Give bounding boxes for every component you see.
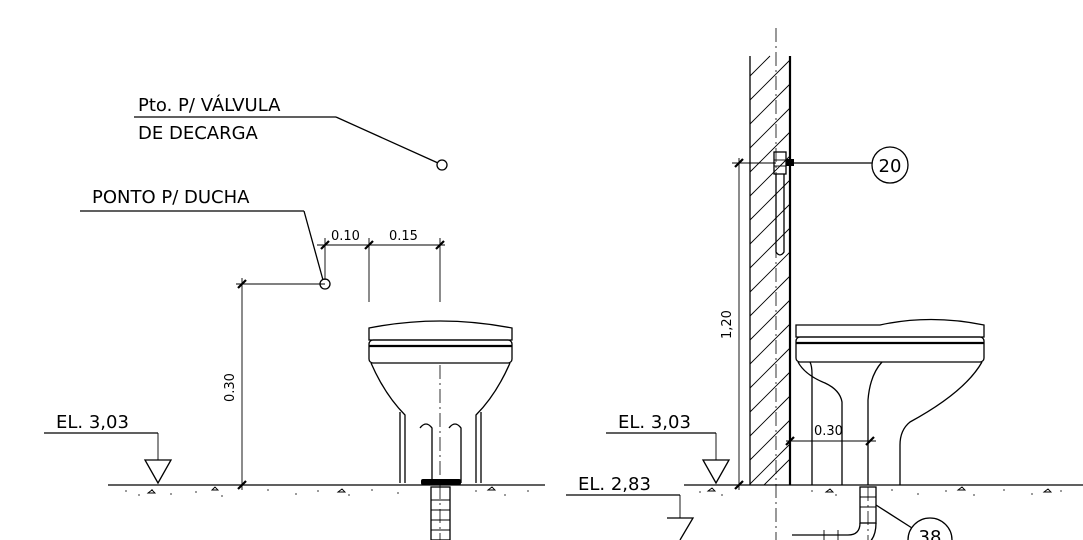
wall-hatch bbox=[749, 55, 791, 486]
tick-mark bbox=[865, 436, 875, 446]
toilet-side-view bbox=[795, 318, 985, 485]
tick-mark bbox=[364, 240, 374, 250]
floor-hatch-left bbox=[125, 486, 529, 497]
valve-callout-number: 20 bbox=[879, 156, 902, 177]
side-trap bbox=[867, 361, 883, 485]
right-section-view: 20 1,20 EL. 3,03 EL. 2,83 bbox=[566, 28, 1083, 540]
tick-mark bbox=[734, 158, 744, 168]
side-seat bbox=[795, 336, 985, 363]
valve-point-marker bbox=[436, 159, 448, 171]
dimension-valve-height-label: 1,20 bbox=[720, 310, 735, 339]
dimension-depth-label: 0.30 bbox=[814, 424, 843, 439]
tick-mark bbox=[320, 240, 330, 250]
side-drain-pipe: 38 bbox=[792, 486, 953, 540]
side-lid bbox=[795, 318, 985, 338]
shower-point-leader bbox=[303, 210, 324, 281]
drain-callout-number: 38 bbox=[919, 527, 942, 540]
valve-point-label-line1: Pto. P/ VÁLVULA bbox=[138, 94, 281, 116]
pedestal-outline bbox=[399, 412, 482, 483]
elevation-right-lower-triangle bbox=[667, 517, 695, 540]
valve-pipe bbox=[775, 174, 785, 256]
drain-pipe-joints bbox=[431, 499, 450, 531]
shower-point-label: PONTO P/ DUCHA bbox=[92, 187, 250, 208]
valve-connector bbox=[786, 159, 794, 166]
elevation-right-upper-triangle bbox=[701, 459, 731, 485]
bowl-left-contour bbox=[370, 362, 406, 483]
elevation-left-triangle bbox=[143, 459, 173, 485]
side-base-edge bbox=[809, 361, 813, 485]
tick-mark bbox=[435, 240, 445, 250]
drain-callout-bubble bbox=[907, 517, 953, 540]
elevation-right-upper-label: EL. 3,03 bbox=[618, 412, 691, 433]
side-bowl-front bbox=[797, 361, 843, 485]
elevation-left-label: EL. 3,03 bbox=[56, 412, 129, 433]
valve-point-leader bbox=[335, 116, 439, 164]
dimension-offset-label: 0.10 bbox=[331, 229, 360, 244]
valve-callout-bubble bbox=[871, 146, 909, 184]
dimension-width-label: 0.15 bbox=[389, 229, 418, 244]
drain-elbow bbox=[792, 522, 877, 540]
left-elevation-view: Pto. P/ VÁLVULA DE DECARGA PONTO P/ DUCH… bbox=[44, 94, 545, 540]
floor-flange bbox=[421, 479, 461, 485]
dimension-height-label: 0.30 bbox=[223, 373, 238, 402]
floor-hatch-right bbox=[699, 486, 1062, 496]
bowl-right-contour bbox=[475, 362, 511, 483]
drain-pipe bbox=[430, 486, 451, 540]
elevation-right-lower-label: EL. 2,83 bbox=[578, 474, 651, 495]
tick-mark bbox=[785, 436, 795, 446]
flush-valve: 20 bbox=[773, 146, 909, 256]
wall-section bbox=[749, 28, 792, 540]
tick-mark bbox=[237, 279, 247, 289]
side-bowl-back bbox=[899, 361, 983, 485]
toilet-front-view bbox=[368, 320, 513, 540]
pedestal-inner bbox=[419, 423, 462, 483]
toilet-lid bbox=[368, 320, 513, 341]
valve-point-label-line2: DE DECARGA bbox=[138, 123, 259, 144]
toilet-seat bbox=[368, 339, 513, 364]
drain-callout-leader bbox=[875, 504, 913, 529]
